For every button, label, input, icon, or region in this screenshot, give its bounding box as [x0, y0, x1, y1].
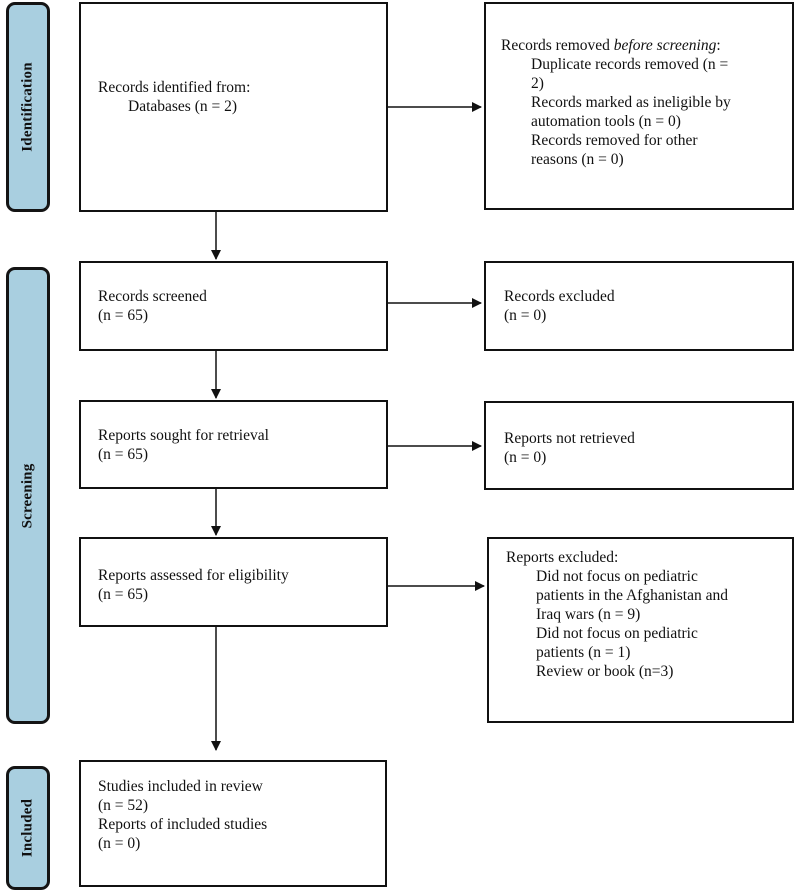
reason2-line1: Did not focus on pediatric — [536, 625, 698, 642]
reports-included-count: (n = 0) — [98, 835, 141, 852]
reports-excluded-title: Reports excluded: — [506, 549, 619, 566]
ineligible-line1: Records marked as ineligible by — [531, 94, 731, 111]
records-screened-box: Records screened (n = 65) — [79, 261, 388, 351]
reports-not-retrieved-title: Reports not retrieved — [504, 430, 635, 447]
reason1-line3: Iraq wars (n = 9) — [536, 606, 641, 623]
records-identified-box: Records identified from: Databases (n = … — [79, 2, 388, 212]
reports-assessed-count: (n = 65) — [98, 586, 149, 603]
studies-included-count: (n = 52) — [98, 797, 149, 814]
records-excluded-box: Records excluded (n = 0) — [484, 261, 794, 351]
stage-included: Included — [6, 766, 50, 890]
reports-assessed-box: Reports assessed for eligibility (n = 65… — [79, 537, 388, 627]
records-excluded-count: (n = 0) — [504, 307, 547, 324]
studies-included-box: Studies included in review (n = 52) Repo… — [79, 760, 387, 887]
other-removed-line2: reasons (n = 0) — [531, 151, 624, 168]
reason3-line: Review or book (n=3) — [536, 663, 674, 680]
stage-screening: Screening — [6, 267, 50, 724]
records-excluded-title: Records excluded — [504, 288, 615, 305]
records-screened-title: Records screened — [98, 288, 207, 305]
reports-assessed-title: Reports assessed for eligibility — [98, 567, 289, 584]
records-identified-databases: Databases (n = 2) — [128, 98, 238, 115]
reports-sought-box: Reports sought for retrieval (n = 65) — [79, 400, 388, 489]
other-removed-line1: Records removed for other — [531, 132, 698, 149]
reports-not-retrieved-count: (n = 0) — [504, 449, 547, 466]
studies-included-title: Studies included in review — [98, 778, 263, 795]
stage-identification: Identification — [6, 2, 50, 212]
reason1-line1: Did not focus on pediatric — [536, 568, 698, 585]
ineligible-line2: automation tools (n = 0) — [531, 113, 681, 130]
reports-sought-title: Reports sought for retrieval — [98, 427, 269, 444]
records-removed-box: Records removed before screening: Duplic… — [484, 2, 794, 210]
records-removed-title: Records removed before screening: — [501, 37, 721, 54]
reason2-line2: patients (n = 1) — [536, 644, 631, 661]
records-identified-title: Records identified from: — [98, 79, 251, 96]
duplicates-removed-line2: 2) — [531, 75, 544, 92]
reason1-line2: patients in the Afghanistan and — [536, 587, 728, 604]
reports-sought-count: (n = 65) — [98, 446, 149, 463]
reports-not-retrieved-box: Reports not retrieved (n = 0) — [484, 401, 794, 490]
records-screened-count: (n = 65) — [98, 307, 149, 324]
reports-included-title: Reports of included studies — [98, 816, 268, 833]
duplicates-removed-line1: Duplicate records removed (n = — [531, 56, 729, 73]
reports-excluded-box: Reports excluded: Did not focus on pedia… — [487, 537, 794, 723]
